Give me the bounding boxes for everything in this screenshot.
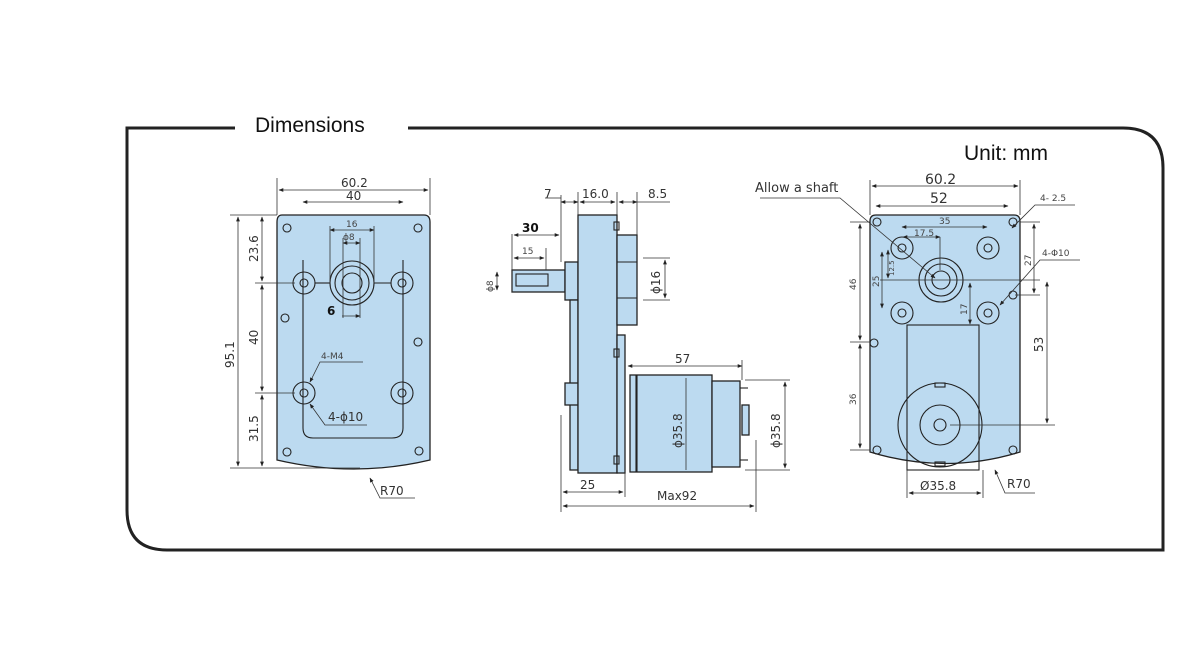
dim-offset-17-5: 17.5 — [914, 229, 934, 239]
dim-height-36: 36 — [849, 393, 859, 405]
dim-motor-dia-2: ϕ35.8 — [769, 413, 783, 448]
frame-border — [125, 126, 1165, 552]
dim-dist-25: 25 — [872, 276, 882, 287]
rear-view: Allow a shaft 60.2 52 35 17.5 12.5 25 17… — [755, 172, 1080, 498]
dim-max-len: Max92 — [657, 489, 697, 503]
dim-motor-dia: ϕ35.8 — [671, 413, 685, 448]
label-screw: 4- 2.5 — [1040, 194, 1066, 204]
dim-offset-12-5: 12.5 — [888, 260, 896, 276]
dim-shaft-len: 30 — [522, 221, 539, 235]
label-radius: R70 — [380, 484, 404, 498]
unit-label: Unit: mm — [964, 142, 1048, 165]
dim-width-inner: 52 — [930, 191, 948, 207]
dim-shaft-gap: 7 — [544, 187, 552, 201]
dim-motor-dia: Ø35.8 — [920, 479, 956, 493]
dim-hole-spacing: 40 — [346, 189, 361, 203]
dim-bottom-offset: 31.5 — [247, 415, 261, 442]
label-holes: 4-Φ10 — [1042, 249, 1070, 259]
label-radius: R70 — [1007, 477, 1031, 491]
dim-boss-dia: 16 — [346, 220, 358, 230]
label-counterbore: 4-ϕ10 — [328, 410, 363, 424]
section-title: Dimensions — [255, 114, 365, 137]
dim-overall-height: 95.1 — [223, 341, 237, 368]
dim-gear-depth: 25 — [580, 478, 595, 492]
dim-shaft-dia: ϕ8 — [486, 280, 496, 292]
dim-boss: 8.5 — [648, 187, 667, 201]
label-thread: 4-M4 — [321, 352, 344, 362]
dim-height-27: 27 — [1024, 255, 1034, 266]
dim-mid-spacing: 40 — [247, 330, 261, 345]
dim-spacing-35: 35 — [939, 217, 950, 227]
front-view: 60.2 40 16 ϕ8 6 23.6 40 95.1 31.5 4-M4 4… — [223, 176, 431, 499]
dim-width-overall: 60.2 — [925, 172, 956, 188]
dim-dist-17: 17 — [960, 304, 970, 315]
dim-height-53: 53 — [1032, 337, 1046, 352]
dim-shaft-dia: ϕ8 — [343, 233, 355, 243]
dim-plate: 16.0 — [582, 187, 609, 201]
dim-width-overall: 60.2 — [341, 176, 368, 190]
label-allow-shaft: Allow a shaft — [755, 181, 838, 196]
side-view: 7 16.0 8.5 30 15 ϕ8 ϕ16 57 ϕ35.8 ϕ35.8 2… — [486, 187, 790, 512]
dim-motor-len: 57 — [675, 352, 690, 366]
dim-top-offset: 23.6 — [247, 235, 261, 262]
dim-flat-len: 15 — [522, 247, 533, 257]
dim-height-46: 46 — [849, 278, 859, 290]
dim-boss-dia: ϕ16 — [649, 271, 663, 294]
dim-flat: 6 — [327, 304, 335, 318]
